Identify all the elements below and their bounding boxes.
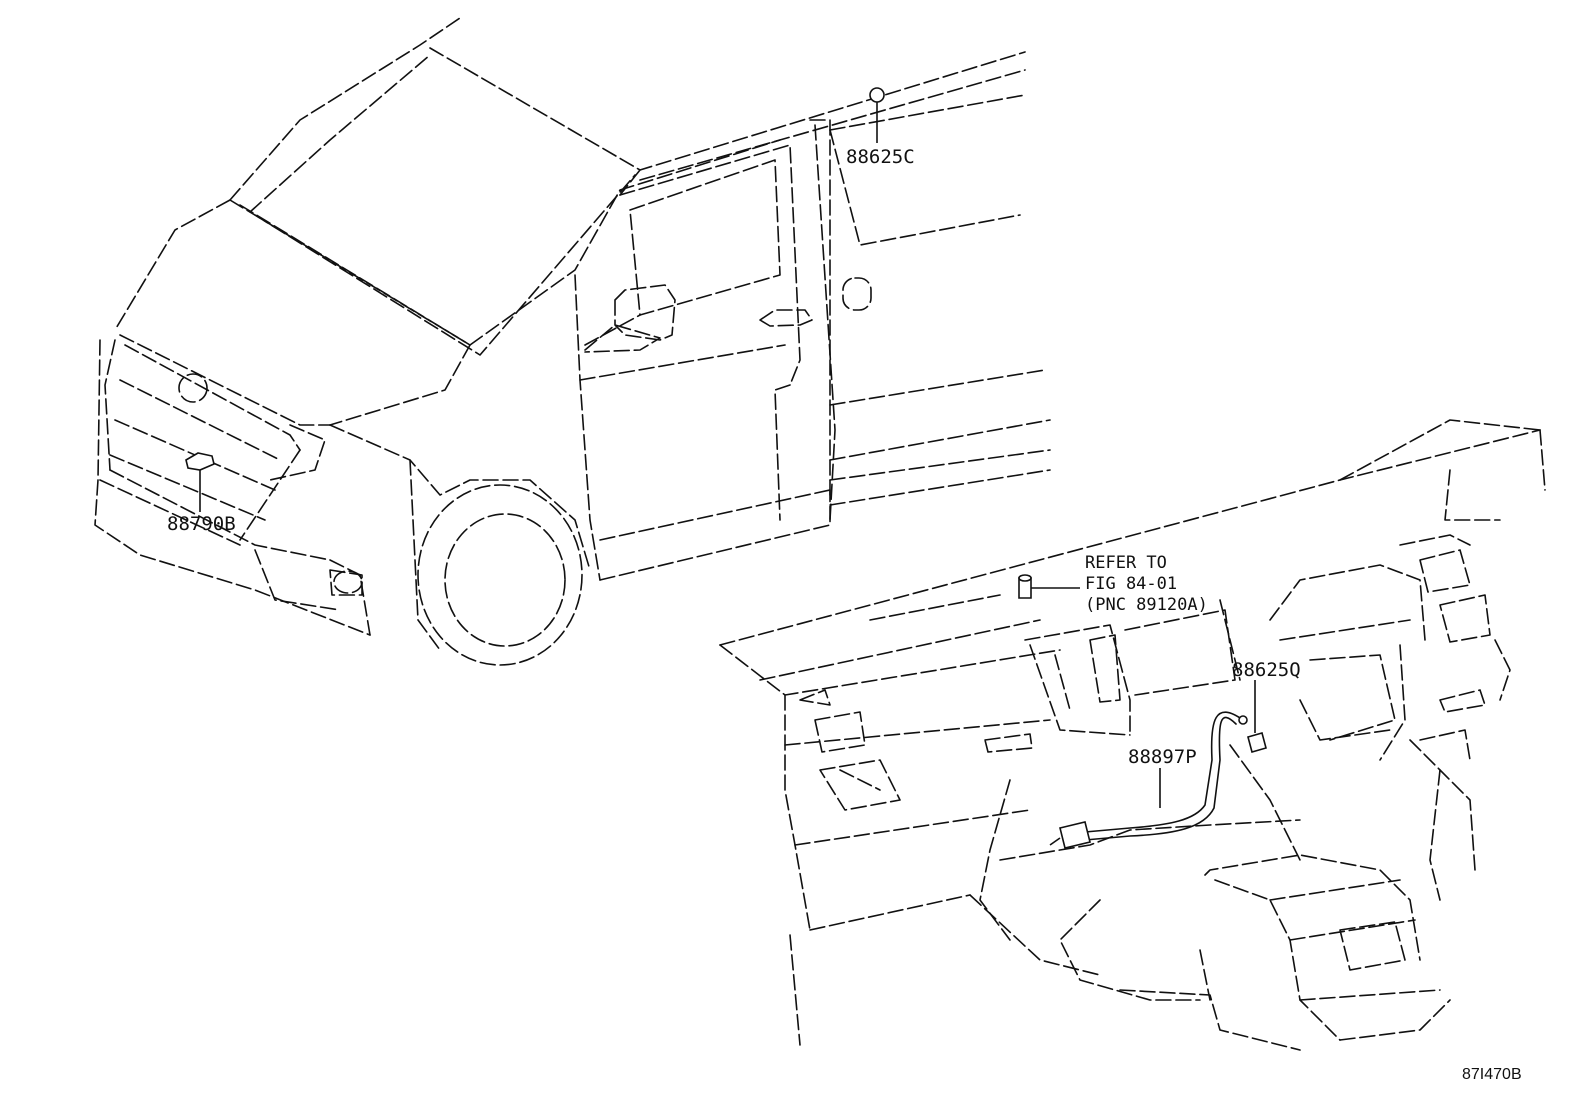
reference-note-line2: FIG 84-01	[1085, 574, 1177, 594]
harness-part	[1049, 711, 1248, 849]
reference-note-line3: (PNC 89120A)	[1085, 595, 1208, 615]
solar-sensor-part	[1018, 574, 1080, 599]
callout-88897p: 88897P	[1128, 746, 1197, 768]
callout-88790b: 88790B	[167, 513, 236, 535]
instrument-panel-drawing	[719, 419, 1546, 1051]
dash-sensor-part	[1247, 680, 1267, 753]
van-body-drawing	[94, 17, 1051, 666]
front-sensor-part	[185, 452, 215, 512]
figure-code: 87I470B	[1462, 1066, 1522, 1083]
callout-88625q: 88625Q	[1232, 659, 1301, 681]
callout-88625c: 88625C	[846, 146, 915, 168]
reference-note-line1: REFER TO	[1085, 553, 1167, 573]
roof-sensor-part	[869, 87, 885, 143]
